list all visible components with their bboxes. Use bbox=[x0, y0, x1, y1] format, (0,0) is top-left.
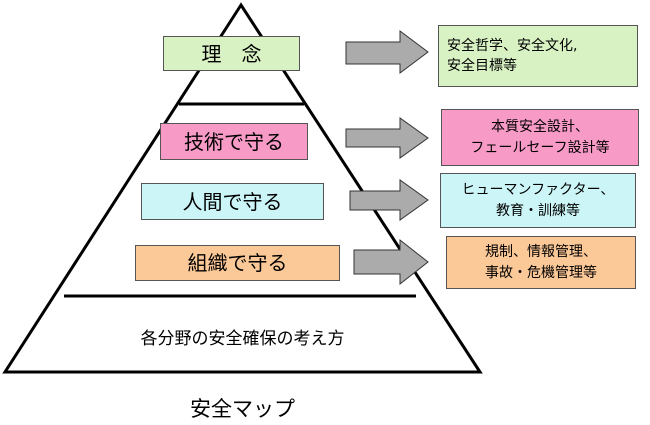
result-philosophy-line1: 安全哲学、安全文化, bbox=[447, 37, 578, 54]
layer-technology-label: 技術で守る bbox=[160, 123, 308, 160]
arrow-3 bbox=[349, 179, 429, 221]
result-technology-line1: 本質安全設計、 bbox=[491, 119, 589, 136]
layer-philosophy-label: 理 念 bbox=[163, 36, 300, 71]
result-technology-line2: フェールセーフ設計等 bbox=[470, 139, 610, 156]
arrow-4 bbox=[353, 238, 429, 286]
diagram-caption: 安全マップ bbox=[190, 397, 295, 421]
result-human-line1: ヒューマンファクター、 bbox=[461, 182, 615, 199]
result-technology: 本質安全設計、 フェールセーフ設計等 bbox=[441, 109, 639, 166]
result-organization-line2: 事故・危機管理等 bbox=[485, 264, 597, 281]
result-philosophy-line2: 安全目標等 bbox=[447, 58, 517, 74]
arrow-2 bbox=[345, 117, 429, 159]
layer-organization-label: 組織で守る bbox=[135, 245, 340, 281]
arrow-1 bbox=[345, 30, 429, 74]
result-philosophy: 安全哲学、安全文化, 安全目標等 bbox=[438, 25, 638, 87]
layer-human-label: 人間で守る bbox=[141, 183, 324, 220]
result-human: ヒューマンファクター、 教育・訓練等 bbox=[440, 173, 636, 228]
result-organization: 規制、情報管理、 事故・危機管理等 bbox=[446, 236, 636, 289]
result-organization-line1: 規制、情報管理、 bbox=[485, 244, 597, 261]
pyramid-base-label: 各分野の安全確保の考え方 bbox=[140, 329, 345, 349]
result-human-line2: 教育・訓練等 bbox=[496, 202, 580, 219]
